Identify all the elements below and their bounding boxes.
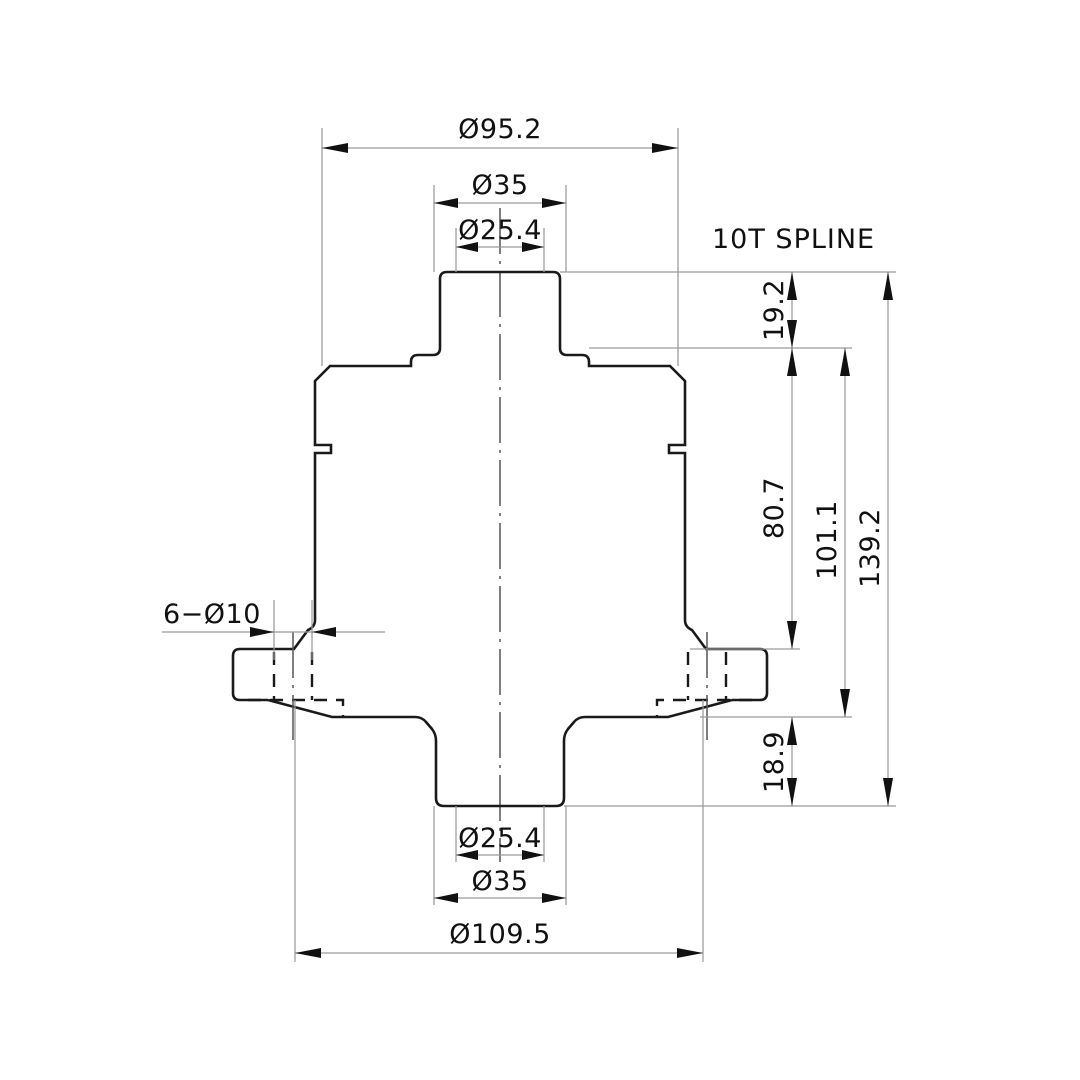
part-outline-upper-right — [500, 270, 769, 702]
arrow-1392-top — [883, 272, 893, 300]
arrow-1011-top — [840, 348, 850, 376]
dim-label-1392: 139.2 — [855, 508, 886, 588]
bottom-dimensions-group: Ø25.4 Ø35 Ø109.5 — [294, 700, 704, 962]
dim-label-dia254bot: Ø25.4 — [458, 823, 542, 854]
arrow-807-top — [787, 348, 797, 376]
arrow-dia254top-left — [456, 242, 478, 252]
arrow-dia952-left — [322, 143, 348, 153]
arrow-1392-bottom — [883, 778, 893, 806]
spline-note-group: 10T SPLINE — [712, 224, 875, 255]
arrow-dia952-right — [652, 143, 678, 153]
right-dimensions-group: 19.2 80.7 101.1 139.2 18.9 — [560, 271, 896, 807]
arrow-holecallout-left — [250, 627, 274, 637]
arrow-dia1095-left — [295, 948, 321, 958]
dim-label-6-dia10: 6−Ø10 — [163, 599, 261, 630]
dim-label-1011: 101.1 — [812, 500, 843, 580]
hole-callout-group: 6−Ø10 — [162, 599, 385, 660]
part-outline-lower-left — [267, 698, 500, 808]
arrow-dia35top-right — [542, 198, 566, 208]
arrow-807-bottom — [787, 621, 797, 649]
dim-label-dia254top: Ø25.4 — [458, 215, 542, 246]
dim-label-dia35bot: Ø35 — [471, 866, 528, 897]
part-outline-lower-right — [500, 698, 733, 808]
dim-label-807: 80.7 — [759, 477, 790, 539]
part-outline-upper-left — [231, 270, 500, 702]
arrow-192-bottom — [787, 320, 797, 348]
part-outline-group — [231, 270, 769, 808]
arrow-192-top — [787, 272, 797, 300]
arrow-dia254top-right — [522, 242, 544, 252]
dim-label-dia35top: Ø35 — [471, 170, 528, 201]
arrow-189-bottom — [787, 778, 797, 806]
dim-label-189: 18.9 — [759, 731, 790, 793]
spline-note-label: 10T SPLINE — [712, 224, 875, 255]
arrow-dia254bot-left — [456, 850, 478, 860]
top-dimensions-group: Ø95.2 Ø35 Ø25.4 — [321, 114, 679, 366]
dim-label-dia1095: Ø109.5 — [449, 919, 551, 950]
arrow-dia35top-left — [434, 198, 458, 208]
arrow-dia254bot-right — [522, 850, 544, 860]
arrow-189-top — [787, 717, 797, 745]
hidden-hole-right-base — [655, 698, 752, 717]
arrow-dia35bot-left — [434, 893, 458, 903]
dim-label-dia952: Ø95.2 — [458, 114, 542, 145]
arrow-dia1095-right — [677, 948, 703, 958]
hidden-hole-left-base — [248, 698, 345, 717]
arrow-1011-bottom — [840, 689, 850, 717]
hole-centerlines-group — [292, 632, 708, 740]
arrow-holecallout-right — [312, 627, 336, 637]
dim-label-192: 19.2 — [759, 279, 790, 341]
arrow-dia35bot-right — [542, 893, 566, 903]
